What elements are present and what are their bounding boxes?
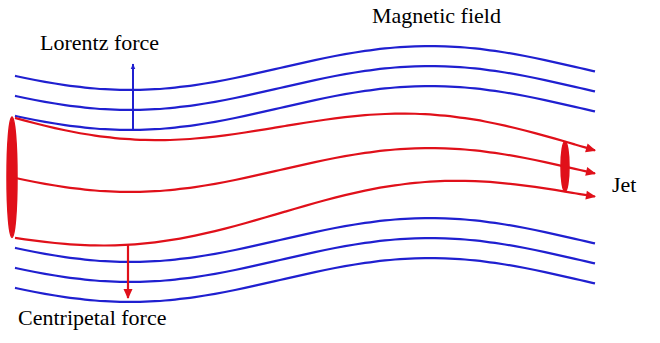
jet-cross-section bbox=[561, 142, 569, 192]
jet-line bbox=[15, 148, 595, 192]
magnetic-field-lines bbox=[15, 46, 595, 302]
field-label: Magnetic field bbox=[372, 3, 501, 29]
jet-stream-lines bbox=[7, 114, 595, 246]
centripetal-force-arrow bbox=[127, 245, 129, 298]
force-label: Centripetal force bbox=[18, 305, 166, 331]
jet-cross-section bbox=[7, 117, 17, 237]
force-label: Lorentz force bbox=[40, 30, 159, 56]
jet-line bbox=[15, 181, 595, 246]
field-line bbox=[15, 258, 595, 302]
force-arrows bbox=[128, 64, 133, 298]
jet-line bbox=[15, 114, 595, 151]
lorentz-force-arrow bbox=[132, 64, 134, 130]
jet-label: Jet bbox=[612, 172, 636, 198]
